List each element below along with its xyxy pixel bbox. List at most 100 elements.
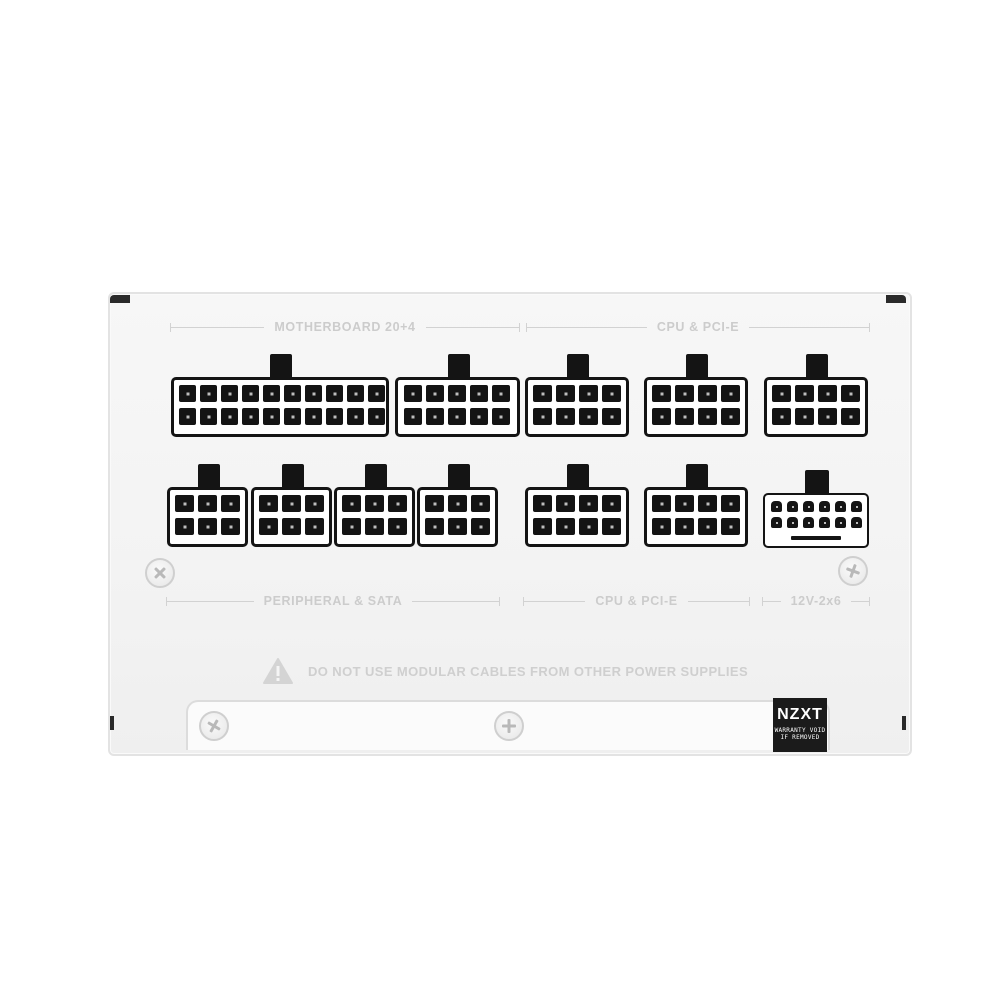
pin: [326, 408, 343, 425]
pin: [652, 518, 671, 535]
pin: [388, 518, 407, 535]
warranty-note-line1: WARRANTY VOID: [774, 727, 826, 734]
pin: [721, 408, 740, 425]
pin: [819, 501, 830, 512]
label-tick: [523, 596, 524, 606]
pin: [259, 495, 278, 512]
label-line: [167, 600, 254, 602]
pin: [556, 518, 575, 535]
label-tick: [526, 322, 527, 332]
pin: [795, 408, 814, 425]
label-tick: [869, 596, 870, 606]
pin: [179, 408, 196, 425]
connector-latch: [198, 464, 220, 488]
connector-latch: [282, 464, 304, 488]
pin: [803, 517, 814, 528]
label-line: [687, 600, 749, 602]
label-tick: [519, 322, 521, 332]
pin-grid: [404, 385, 510, 425]
pin: [698, 408, 717, 425]
label-line: [412, 600, 499, 602]
pin: [342, 495, 361, 512]
edge-notch-left: [110, 716, 114, 730]
pin: [698, 495, 717, 512]
warning-text: DO NOT USE MODULAR CABLES FROM OTHER POW…: [308, 663, 749, 679]
warranty-note-line2: IF REMOVED: [780, 734, 820, 741]
pin: [242, 385, 259, 402]
pin: [425, 518, 444, 535]
pin: [221, 495, 240, 512]
pin: [721, 518, 740, 535]
pin: [282, 518, 301, 535]
pin: [533, 408, 552, 425]
corner-tab-left: [110, 295, 130, 303]
pin: [602, 518, 621, 535]
motherboard-24pin-connector: [171, 354, 389, 437]
warning-notice: DO NOT USE MODULAR CABLES FROM OTHER POW…: [262, 656, 748, 686]
pin: [772, 408, 791, 425]
pin: [579, 495, 598, 512]
pin: [368, 408, 385, 425]
pin: [198, 495, 217, 512]
pin: [221, 408, 238, 425]
pin: [492, 385, 510, 402]
connector-latch: [806, 354, 828, 378]
pin: [470, 408, 488, 425]
motherboard-10pin-connector: [395, 354, 520, 437]
pin: [342, 518, 361, 535]
edge-notch-right: [902, 716, 906, 730]
peripheral-6pin-connector: [251, 464, 332, 547]
label-line: [425, 326, 520, 328]
pin: [556, 385, 575, 402]
pin: [602, 385, 621, 402]
pin: [284, 385, 301, 402]
pin: [200, 385, 217, 402]
label-12v-2x6-text: 12V-2x6: [790, 594, 842, 608]
pin: [851, 501, 862, 512]
pin: [818, 385, 837, 402]
pin: [448, 495, 467, 512]
pin: [652, 495, 671, 512]
pin: [426, 385, 444, 402]
pin: [492, 408, 510, 425]
pin: [326, 385, 343, 402]
pin: [470, 385, 488, 402]
pin-grid: [179, 385, 385, 425]
pin: [556, 495, 575, 512]
pin: [471, 518, 490, 535]
pin: [282, 495, 301, 512]
label-line: [851, 600, 869, 602]
pin: [772, 385, 791, 402]
label-line: [749, 326, 869, 328]
pin: [305, 518, 324, 535]
pin-grid: [342, 495, 407, 535]
pin: [179, 385, 196, 402]
pin: [819, 517, 830, 528]
pin: [426, 408, 444, 425]
pin: [448, 518, 467, 535]
pin: [533, 385, 552, 402]
pin: [771, 517, 782, 528]
corner-tab-right: [886, 295, 906, 303]
pin: [221, 518, 240, 535]
pin: [305, 385, 322, 402]
screw-right-icon: [838, 556, 868, 586]
pin: [675, 518, 694, 535]
pin-grid: [175, 495, 240, 535]
pin: [579, 518, 598, 535]
label-tick: [869, 322, 870, 332]
pin: [835, 517, 846, 528]
pin: [448, 408, 466, 425]
label-cpu-pcie-bottom: CPU & PCI-E: [523, 594, 750, 608]
pin: [675, 385, 694, 402]
peripheral-6pin-connector: [334, 464, 415, 547]
pin: [721, 385, 740, 402]
cpu-pcie-8pin-connector: [525, 354, 629, 437]
pin: [556, 408, 575, 425]
connector-latch: [805, 470, 829, 494]
label-tick: [762, 596, 763, 606]
pin: [175, 495, 194, 512]
pin: [425, 495, 444, 512]
screw-bottom-center-icon: [494, 711, 524, 741]
pin: [221, 385, 238, 402]
